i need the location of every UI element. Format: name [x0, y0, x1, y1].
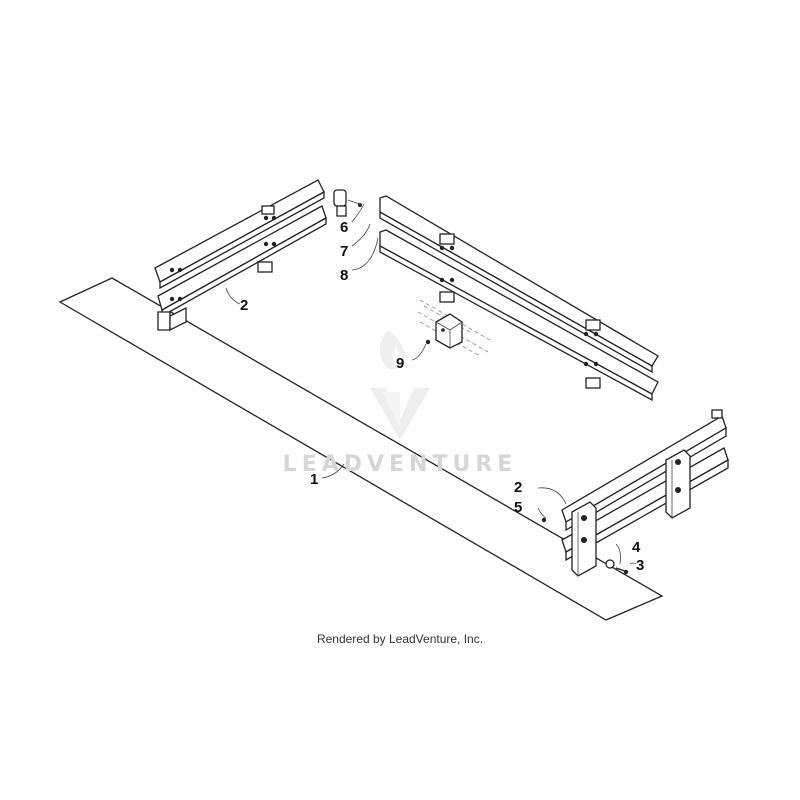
cargo-bed-outline — [58, 277, 664, 621]
callout-2-right: 2 — [514, 479, 522, 496]
callout-7: 7 — [340, 243, 348, 260]
long-rail-assembly — [379, 195, 659, 402]
callout-5: 5 — [514, 499, 522, 516]
render-credit-caption: Rendered by LeadVenture, Inc. — [316, 632, 484, 646]
center-bracket — [411, 299, 491, 361]
callout-3: 3 — [636, 557, 644, 574]
callout-8: 8 — [340, 267, 348, 284]
watermark-text: LEADVENTURE — [283, 452, 518, 477]
leadventure-logo-icon — [370, 330, 430, 440]
callout-4: 4 — [632, 539, 641, 556]
callout-9: 9 — [396, 355, 404, 372]
bracket-hardware — [333, 189, 379, 271]
callout-1: 1 — [310, 471, 318, 488]
end-gate-assembly — [537, 409, 729, 577]
callout-6: 6 — [340, 219, 348, 236]
left-side-rail-assembly — [154, 179, 327, 332]
callout-2-left: 2 — [240, 297, 248, 314]
